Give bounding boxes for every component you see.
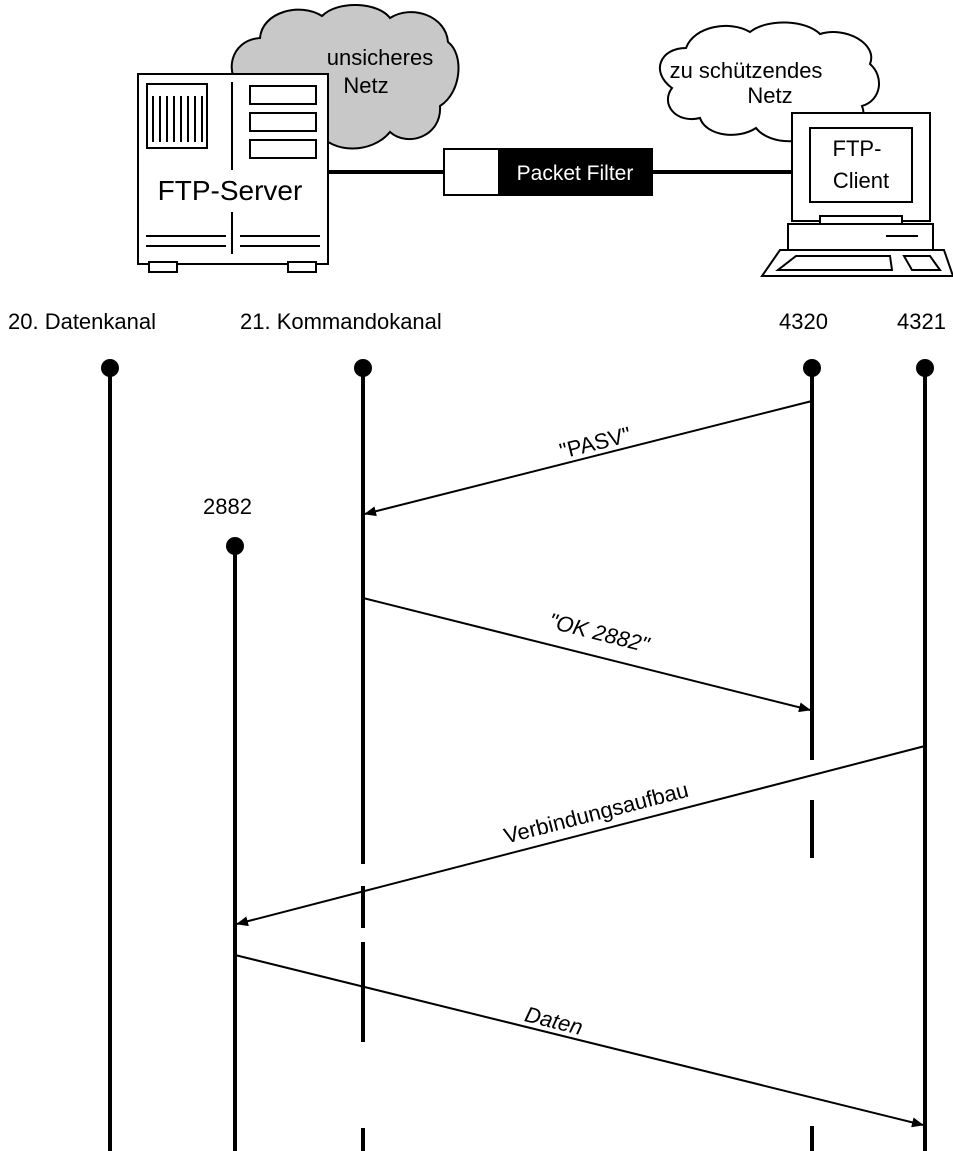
port-label-client-command: 4320 (779, 309, 828, 334)
message-arrow-data (234, 954, 924, 1128)
protected-network-label-line2: Netz (747, 83, 792, 108)
filter-icon (443, 148, 653, 196)
port-label-client-data: 4321 (897, 309, 946, 334)
packet-filter-label: Packet Filter (517, 162, 634, 185)
message-label-connect: Verbindungsaufbau (501, 777, 691, 849)
computer-icon (760, 112, 953, 277)
server-icon (137, 73, 329, 273)
unsafe-network-label-line2: Netz (343, 73, 388, 98)
lifeline-client-data (916, 359, 934, 1151)
port-label-server-data: 20. Datenkanal (8, 309, 156, 334)
port-label-server-command: 21. Kommandokanal (240, 309, 442, 334)
lifeline-client-command (803, 359, 821, 1151)
lifeline-server-passive (226, 537, 244, 1151)
lifeline-server-command (354, 359, 372, 1151)
client-label-line1: FTP- (833, 136, 882, 161)
message-label-pasv: "PASV" (557, 422, 634, 464)
message-arrow-ok (362, 597, 811, 713)
unsafe-network-label-line1: unsicheres (327, 45, 433, 70)
client-label-line2: Client (833, 168, 889, 193)
message-arrow-pasv (364, 400, 813, 517)
protected-network-label-line1: zu schützendes (670, 58, 823, 83)
server-label: FTP-Server (158, 175, 303, 206)
lifeline-server-data (101, 359, 119, 1151)
protected-network-cloud-icon (659, 21, 880, 143)
message-arrow-connect (236, 745, 926, 927)
port-label-server-passive: 2882 (203, 494, 252, 519)
message-label-ok: "OK 2882" (546, 608, 653, 658)
